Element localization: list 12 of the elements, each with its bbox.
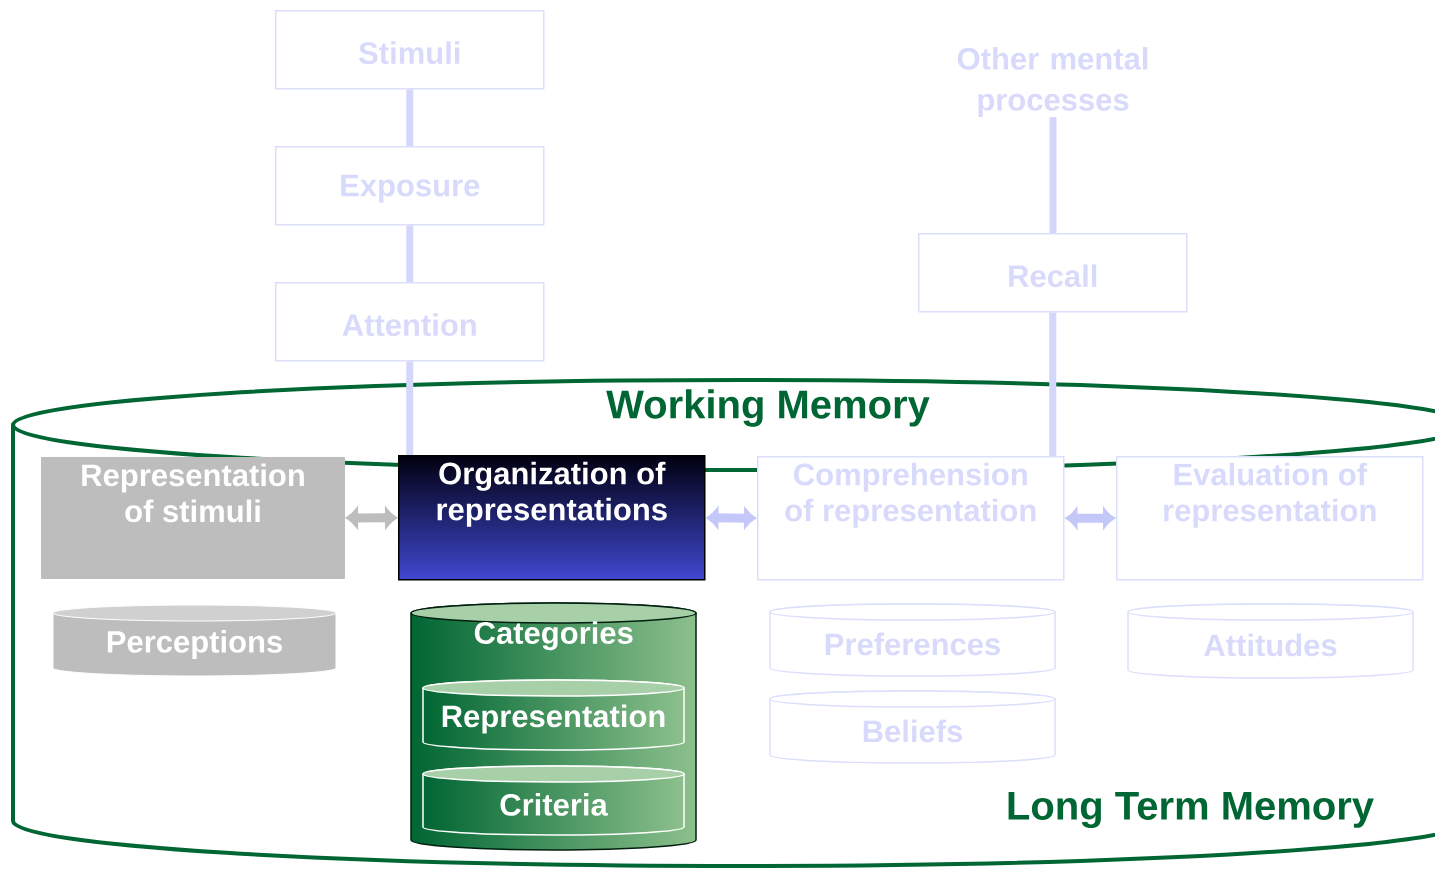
double-arrow — [1065, 508, 1115, 529]
double-arrow — [706, 508, 756, 528]
process-box: Organization of representations — [398, 455, 706, 581]
database-cylinder: Criteria — [422, 765, 685, 836]
connector-line — [406, 225, 414, 282]
database-cylinder: Representation — [422, 679, 685, 751]
connector-line — [1049, 312, 1057, 456]
database-cylinder: Perceptions — [52, 604, 337, 677]
node-label: Long Term Memory — [1008, 792, 1374, 828]
process-box: Representation of stimuli — [41, 457, 345, 579]
double-arrow — [346, 507, 397, 528]
connector-line — [406, 89, 414, 146]
